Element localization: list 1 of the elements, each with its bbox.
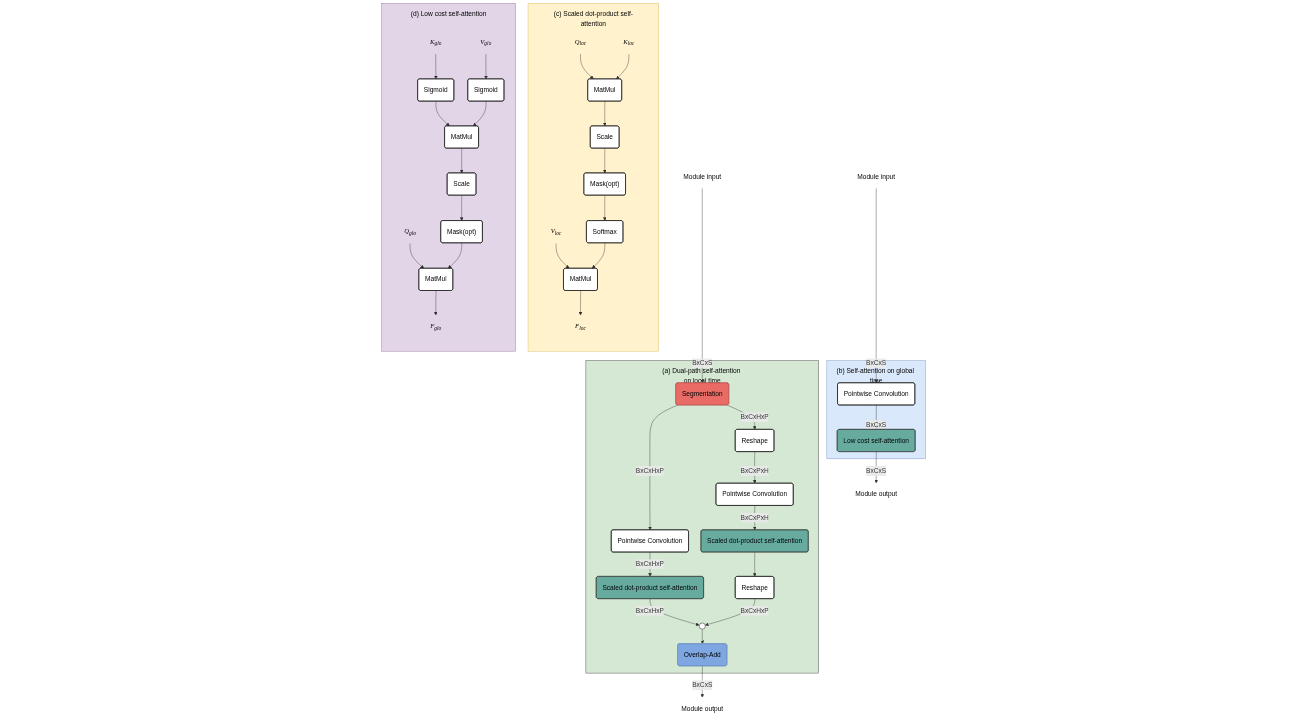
node-circle	[698, 622, 706, 630]
